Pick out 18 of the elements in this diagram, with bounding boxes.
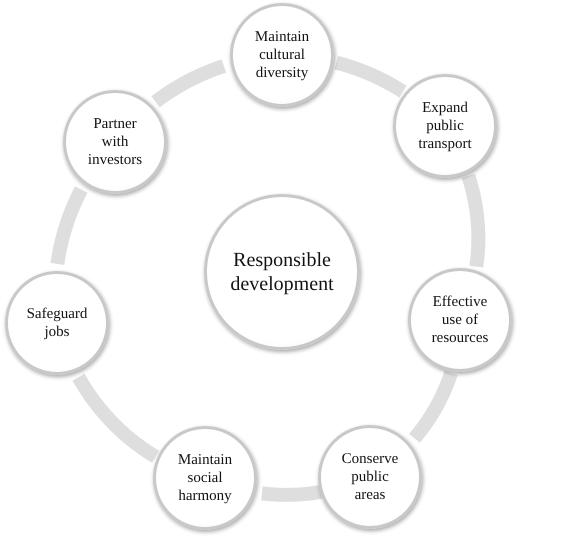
ring-band-segment <box>334 56 407 98</box>
circle-node <box>63 90 167 194</box>
ring-band-segment <box>151 59 226 108</box>
node-label: Partner with investors <box>86 115 144 169</box>
ring-band-segment <box>409 370 458 443</box>
node-label: Maintain social harmony <box>176 451 234 505</box>
ring-band-segment <box>72 374 160 463</box>
node-label: Effective use of resources <box>430 293 490 347</box>
circle-node <box>153 426 257 530</box>
ring-band-segment <box>261 484 322 502</box>
node-label: Responsible development <box>229 248 335 296</box>
ring-band-segment <box>50 186 88 265</box>
node-label: Safeguard jobs <box>26 305 88 341</box>
node-label: Expand public transport <box>417 99 473 153</box>
node-label: Maintain cultural diversity <box>254 28 310 82</box>
ring-band-segment <box>462 174 486 268</box>
circle-node <box>393 74 497 178</box>
node-label: Conserve public areas <box>340 450 400 504</box>
